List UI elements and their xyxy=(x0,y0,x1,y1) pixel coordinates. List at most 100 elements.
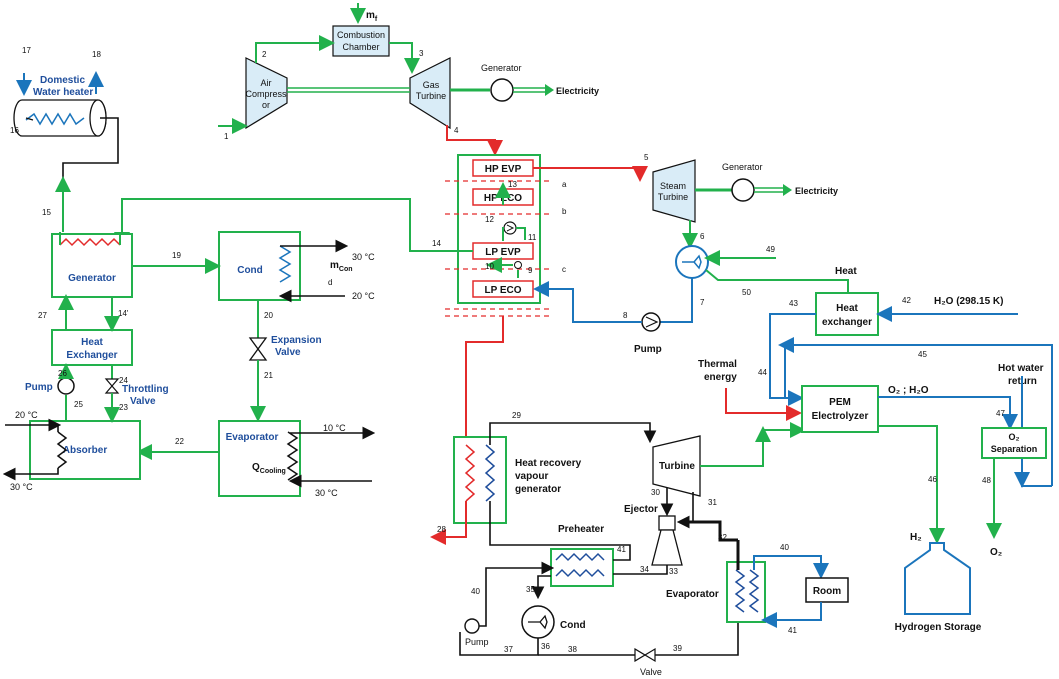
stream-41-air xyxy=(761,602,822,628)
state-7: 7 xyxy=(700,298,705,307)
state-36: 36 xyxy=(541,642,550,651)
state-32: 32 xyxy=(718,533,727,542)
mcon-label: mCon xyxy=(330,260,353,273)
hp-pump-icon xyxy=(503,221,517,235)
hrsg-junction xyxy=(514,261,522,269)
stream-40-air xyxy=(753,555,829,579)
pem-electrolyzer-box xyxy=(801,385,879,433)
hp-pump-glyph xyxy=(506,224,515,232)
hydrogen-storage-tank xyxy=(904,542,971,615)
orc-pump-icon xyxy=(464,618,480,634)
cond-coil xyxy=(278,245,292,283)
hrvg-hot-coil xyxy=(464,444,476,502)
lp-evp-label: LP EVP xyxy=(485,247,521,258)
lp-eco-label: LP ECO xyxy=(484,285,521,296)
hot-water-label-1: Hot water xyxy=(998,363,1044,374)
absorption-pump-icon xyxy=(57,377,75,395)
cond-temp-out: 30 °C xyxy=(352,252,375,262)
orc-evaporator-coil-1 xyxy=(734,569,746,613)
steam-turbine xyxy=(652,159,696,223)
preheater-coil-2 xyxy=(555,568,605,578)
state-10: 10 xyxy=(485,262,494,271)
state-50: 50 xyxy=(742,288,751,297)
state-6: 6 xyxy=(700,232,705,241)
preheater-box xyxy=(550,548,614,587)
electricity-top-arrow xyxy=(545,84,554,96)
stream-5 xyxy=(533,166,648,182)
absorber-coil xyxy=(56,431,68,469)
o2-separation-label-1: O₂ xyxy=(1009,432,1020,442)
hrsg: HP EVP HP ECO LP EVP LP ECO 13 12 11 10 … xyxy=(445,154,567,317)
state-25: 25 xyxy=(74,400,83,409)
hrvg-box xyxy=(453,436,507,524)
state-20: 20 xyxy=(264,311,273,320)
expansion-label-1: Expansion xyxy=(271,335,322,346)
stream-50 xyxy=(705,269,810,281)
throttling-label-2: Valve xyxy=(130,396,156,407)
expansion-valve-icon xyxy=(248,337,268,361)
gas-turbine-cycle: mf Combustion Chamber Air Compress or Ga… xyxy=(218,3,599,156)
hrvg-cold-coil xyxy=(484,444,496,502)
state-4: 4 xyxy=(454,126,459,135)
domestic-coil xyxy=(25,112,85,126)
evaporator-box-label: Evaporator xyxy=(226,432,279,443)
steam-turbine-label-1: Steam xyxy=(660,181,686,191)
generator-top-label: Generator xyxy=(481,63,522,73)
orc-evaporator-coil-2 xyxy=(748,569,760,613)
throttling-label-1: Throttling xyxy=(122,384,169,395)
state-49: 49 xyxy=(766,245,775,254)
stream-37 xyxy=(459,632,539,656)
o2-separation-box xyxy=(981,427,1047,459)
combustion-chamber xyxy=(332,25,390,57)
stream-46 xyxy=(878,425,945,544)
hydrogen-storage-label: Hydrogen Storage xyxy=(895,622,982,633)
stream-28 xyxy=(430,501,467,545)
domestic-water-heater: 17 18 Domestic Water heater 16 xyxy=(10,46,107,137)
domestic-coil-inlet xyxy=(25,117,34,121)
absorber-temp-out: 30 °C xyxy=(10,482,33,492)
stream-32 xyxy=(680,520,738,542)
state-d: d xyxy=(328,278,332,287)
absorber-temp-in: 20 °C xyxy=(15,410,38,420)
heat-exchanger-label-1: Heat xyxy=(81,337,103,348)
state-c: c xyxy=(562,265,566,274)
compressor-label-2: Compress xyxy=(245,89,287,99)
pem-label-1: PEM xyxy=(829,397,851,408)
state-2: 2 xyxy=(262,50,267,59)
stream-47 xyxy=(878,396,1018,430)
state-23: 23 xyxy=(119,403,128,412)
generator-steam xyxy=(731,178,755,202)
heat-exchanger-label-2: Exchanger xyxy=(66,350,117,361)
stream-33 xyxy=(613,565,668,575)
state-5: 5 xyxy=(644,153,649,162)
state-37: 37 xyxy=(504,645,513,654)
combustion-label: Combustion xyxy=(337,30,385,40)
qcooling-label: QCooling xyxy=(252,462,286,475)
state-28: 28 xyxy=(437,525,446,534)
state-15: 15 xyxy=(42,208,51,217)
domestic-label-1: Domestic xyxy=(40,75,85,86)
absorber-box xyxy=(29,420,141,480)
state-47: 47 xyxy=(996,409,1005,418)
electricity-steam-line xyxy=(754,187,785,193)
ejector-mixer xyxy=(658,515,676,531)
preheater-coil-1 xyxy=(555,552,605,562)
h2-label: H₂ xyxy=(910,532,922,543)
generator-top xyxy=(490,78,514,102)
stream-14 xyxy=(121,198,473,252)
absorption-pump-label: Pump xyxy=(25,382,53,393)
generator-box-label: Generator xyxy=(68,273,116,284)
generator-steam-label: Generator xyxy=(722,162,763,172)
orc-evaporator-label: Evaporator xyxy=(666,589,719,600)
absorber-label: Absorber xyxy=(63,445,108,456)
state-3: 3 xyxy=(419,49,424,58)
stream-40 xyxy=(479,561,555,627)
room-box xyxy=(805,577,849,603)
preheater-label: Preheater xyxy=(558,524,604,535)
ejector-label: Ejector xyxy=(624,504,658,515)
absorber-cooling-out xyxy=(2,467,59,481)
state-24: 24 xyxy=(119,376,128,385)
orc-turbine-label: Turbine xyxy=(659,461,695,472)
thermal-energy-label-2: energy xyxy=(704,372,737,383)
state-34: 34 xyxy=(640,565,649,574)
